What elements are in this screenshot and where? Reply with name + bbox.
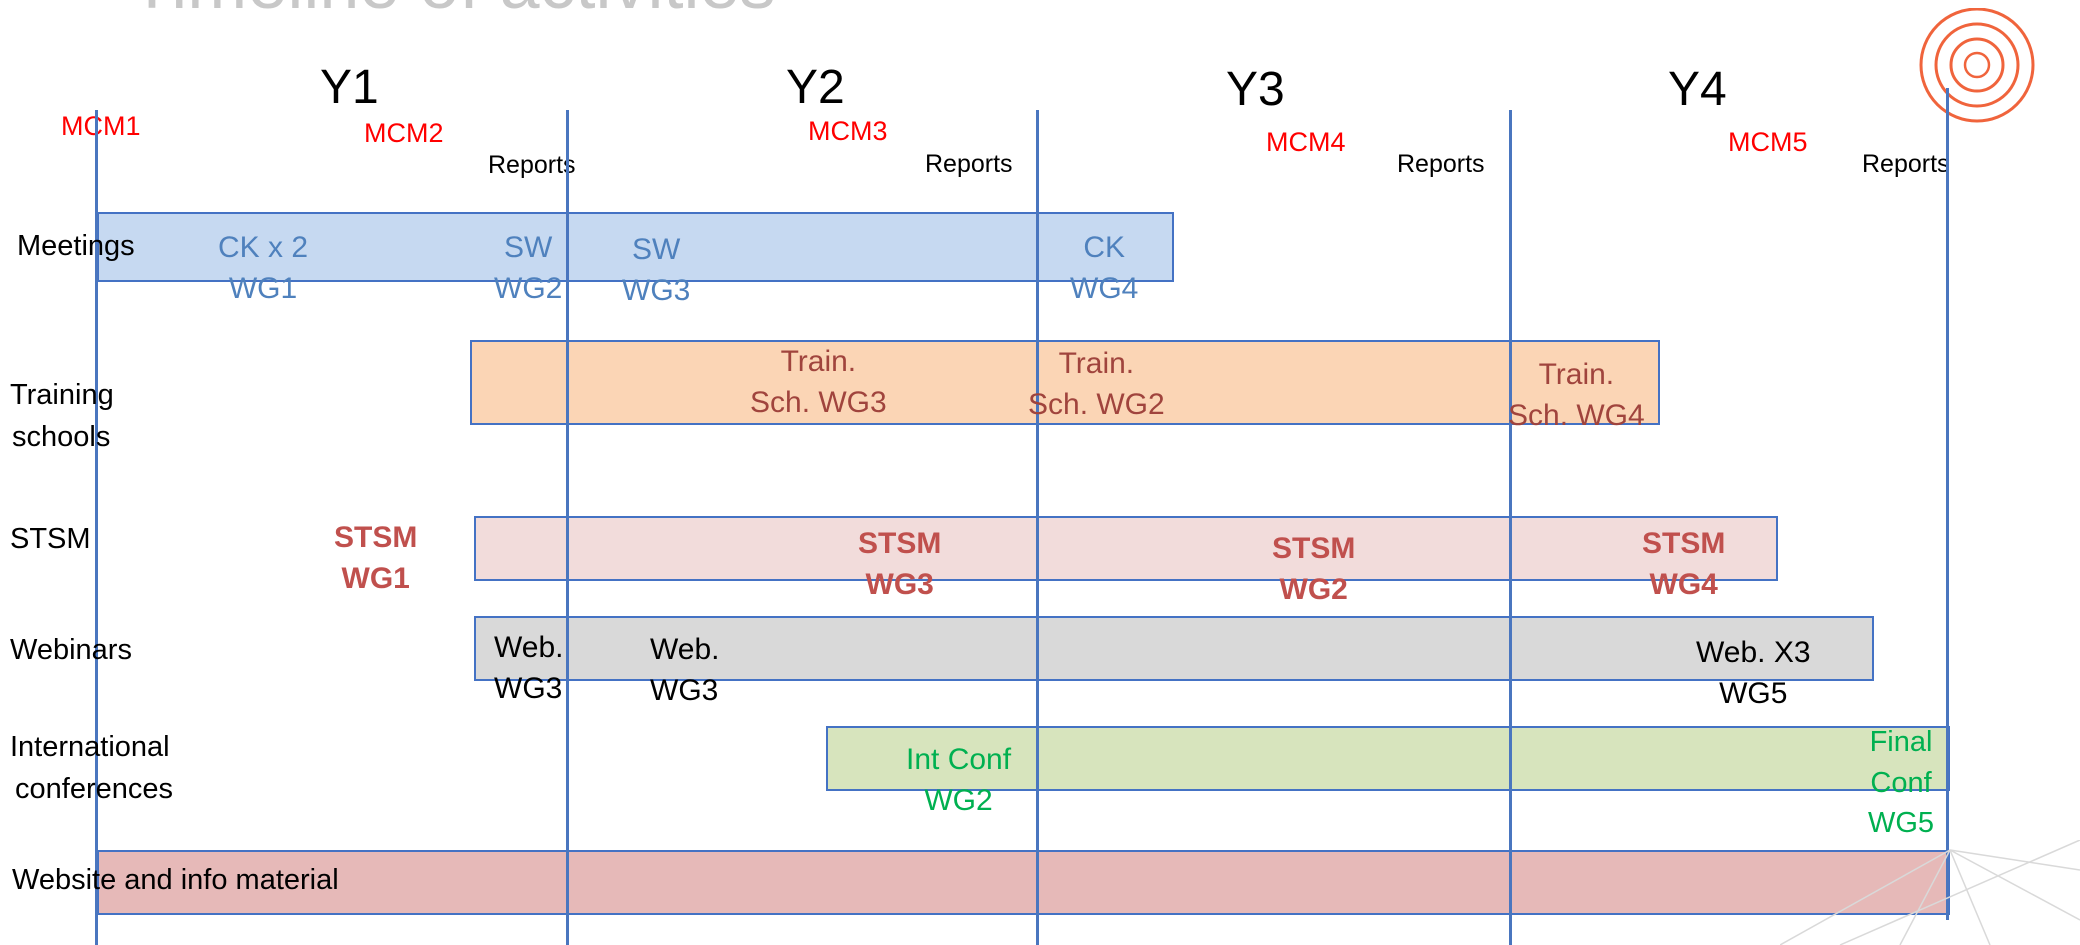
reports-label-3: Reports — [1397, 150, 1485, 178]
mcm-label-4: MCM4 — [1266, 127, 1346, 157]
stsm-label-line: STSM — [334, 521, 418, 554]
conference-label-line: Conf — [1870, 766, 1932, 799]
row-label-training-line1: Training — [10, 379, 114, 411]
meeting-label-line: WG3 — [622, 273, 691, 307]
year-label-1: Y1 — [320, 61, 379, 114]
meeting-label-line: SW — [632, 233, 681, 266]
concentric-circles-logo-icon — [1919, 8, 2035, 123]
meeting-label-line: WG4 — [1070, 271, 1139, 305]
row-label-training-line2: schools — [12, 421, 111, 453]
training-label-line: Train. — [1538, 358, 1615, 391]
meeting-label-line: WG2 — [494, 271, 563, 305]
conference-label-line: WG5 — [1868, 807, 1935, 840]
decorative-lines-graphic — [1780, 840, 2080, 945]
row-label-website: Website and info material — [12, 864, 339, 896]
mcm-label-2: MCM2 — [364, 118, 444, 148]
row-label-conferences-line2: conferences — [15, 773, 173, 805]
stsm-label-wg1: STSM WG1 — [334, 518, 417, 599]
stsm-label-line: WG3 — [865, 567, 934, 601]
conference-label-line: WG2 — [924, 783, 993, 817]
training-label-wg2: Train. Sch. WG2 — [1028, 344, 1165, 425]
row-label-webinars: Webinars — [10, 634, 132, 666]
stsm-label-line: WG4 — [1649, 567, 1718, 601]
stsm-bar — [474, 516, 1778, 581]
row-label-conferences-line1: International — [10, 731, 170, 763]
webinar-label-line: Web. X3 — [1696, 636, 1811, 669]
webinar-label-1: Web. WG3 — [494, 628, 563, 709]
stsm-label-wg4: STSM WG4 — [1642, 524, 1725, 605]
mcm-label-3: MCM3 — [808, 116, 888, 146]
year-label-3: Y3 — [1226, 63, 1285, 116]
meeting-label-line: CK x 2 — [218, 231, 309, 264]
year-label-4: Y4 — [1668, 63, 1727, 116]
stsm-label-line: WG2 — [1279, 572, 1348, 606]
page-title: Timeline of activities — [130, 0, 776, 20]
training-label-line: Sch. WG3 — [750, 385, 887, 419]
conference-label-final-conf: Final Conf WG5 — [1868, 722, 1934, 844]
stsm-label-line: WG1 — [341, 561, 410, 595]
training-label-wg3: Train. Sch. WG3 — [750, 342, 887, 423]
conference-label-line: Final — [1869, 726, 1933, 758]
year-divider-2 — [1036, 110, 1039, 945]
webinar-label-line: WG5 — [1719, 676, 1788, 710]
meeting-label-sw-wg3: SW WG3 — [622, 230, 690, 311]
webinar-label-line: WG3 — [650, 673, 719, 707]
row-label-stsm: STSM — [10, 523, 91, 555]
webinar-label-line: Web. — [494, 631, 564, 664]
year-divider-1 — [566, 110, 569, 945]
meeting-label-sw-wg2: SW WG2 — [494, 228, 562, 309]
training-label-line: Train. — [1058, 347, 1135, 380]
training-bar — [470, 340, 1660, 425]
stsm-label-wg2: STSM WG2 — [1272, 529, 1355, 610]
training-label-line: Sch. WG2 — [1028, 387, 1165, 421]
stsm-label-line: STSM — [1272, 532, 1356, 565]
meeting-label-line: CK — [1083, 231, 1126, 264]
stsm-label-line: STSM — [858, 527, 942, 560]
meeting-label-ck-wg4: CK WG4 — [1070, 228, 1138, 309]
training-label-line: Sch. WG4 — [1508, 398, 1645, 432]
webinars-bar — [474, 616, 1874, 681]
webinar-label-2: Web. WG3 — [650, 630, 719, 711]
website-bar — [97, 850, 1950, 915]
mcm-label-1: MCM1 — [61, 111, 141, 141]
stsm-label-wg3: STSM WG3 — [858, 524, 941, 605]
conference-label-line: Int Conf — [906, 743, 1012, 776]
reports-label-1: Reports — [488, 151, 576, 179]
reports-label-2: Reports — [925, 150, 1013, 178]
stsm-label-line: STSM — [1642, 527, 1726, 560]
webinar-label-line: Web. — [650, 633, 720, 666]
mcm-label-5: MCM5 — [1728, 127, 1808, 157]
webinar-label-3: Web. X3 WG5 — [1696, 633, 1811, 714]
training-label-line: Train. — [780, 345, 857, 378]
meeting-label-line: WG1 — [228, 271, 298, 305]
year-label-2: Y2 — [786, 61, 845, 114]
year-divider-3 — [1509, 110, 1512, 945]
meeting-label-ck-wg1: CK x 2 WG1 — [218, 228, 308, 309]
meeting-label-line: SW — [504, 231, 553, 264]
conferences-bar — [826, 726, 1950, 791]
reports-label-4: Reports — [1862, 150, 1950, 178]
conference-label-int-conf: Int Conf WG2 — [906, 740, 1011, 821]
meetings-bar — [97, 212, 1174, 282]
webinar-label-line: WG3 — [494, 671, 563, 705]
row-label-meetings: Meetings — [17, 230, 135, 262]
timeline-start-line — [95, 110, 98, 945]
training-label-wg4: Train. Sch. WG4 — [1508, 355, 1645, 436]
timeline-end-line — [1946, 88, 1949, 920]
